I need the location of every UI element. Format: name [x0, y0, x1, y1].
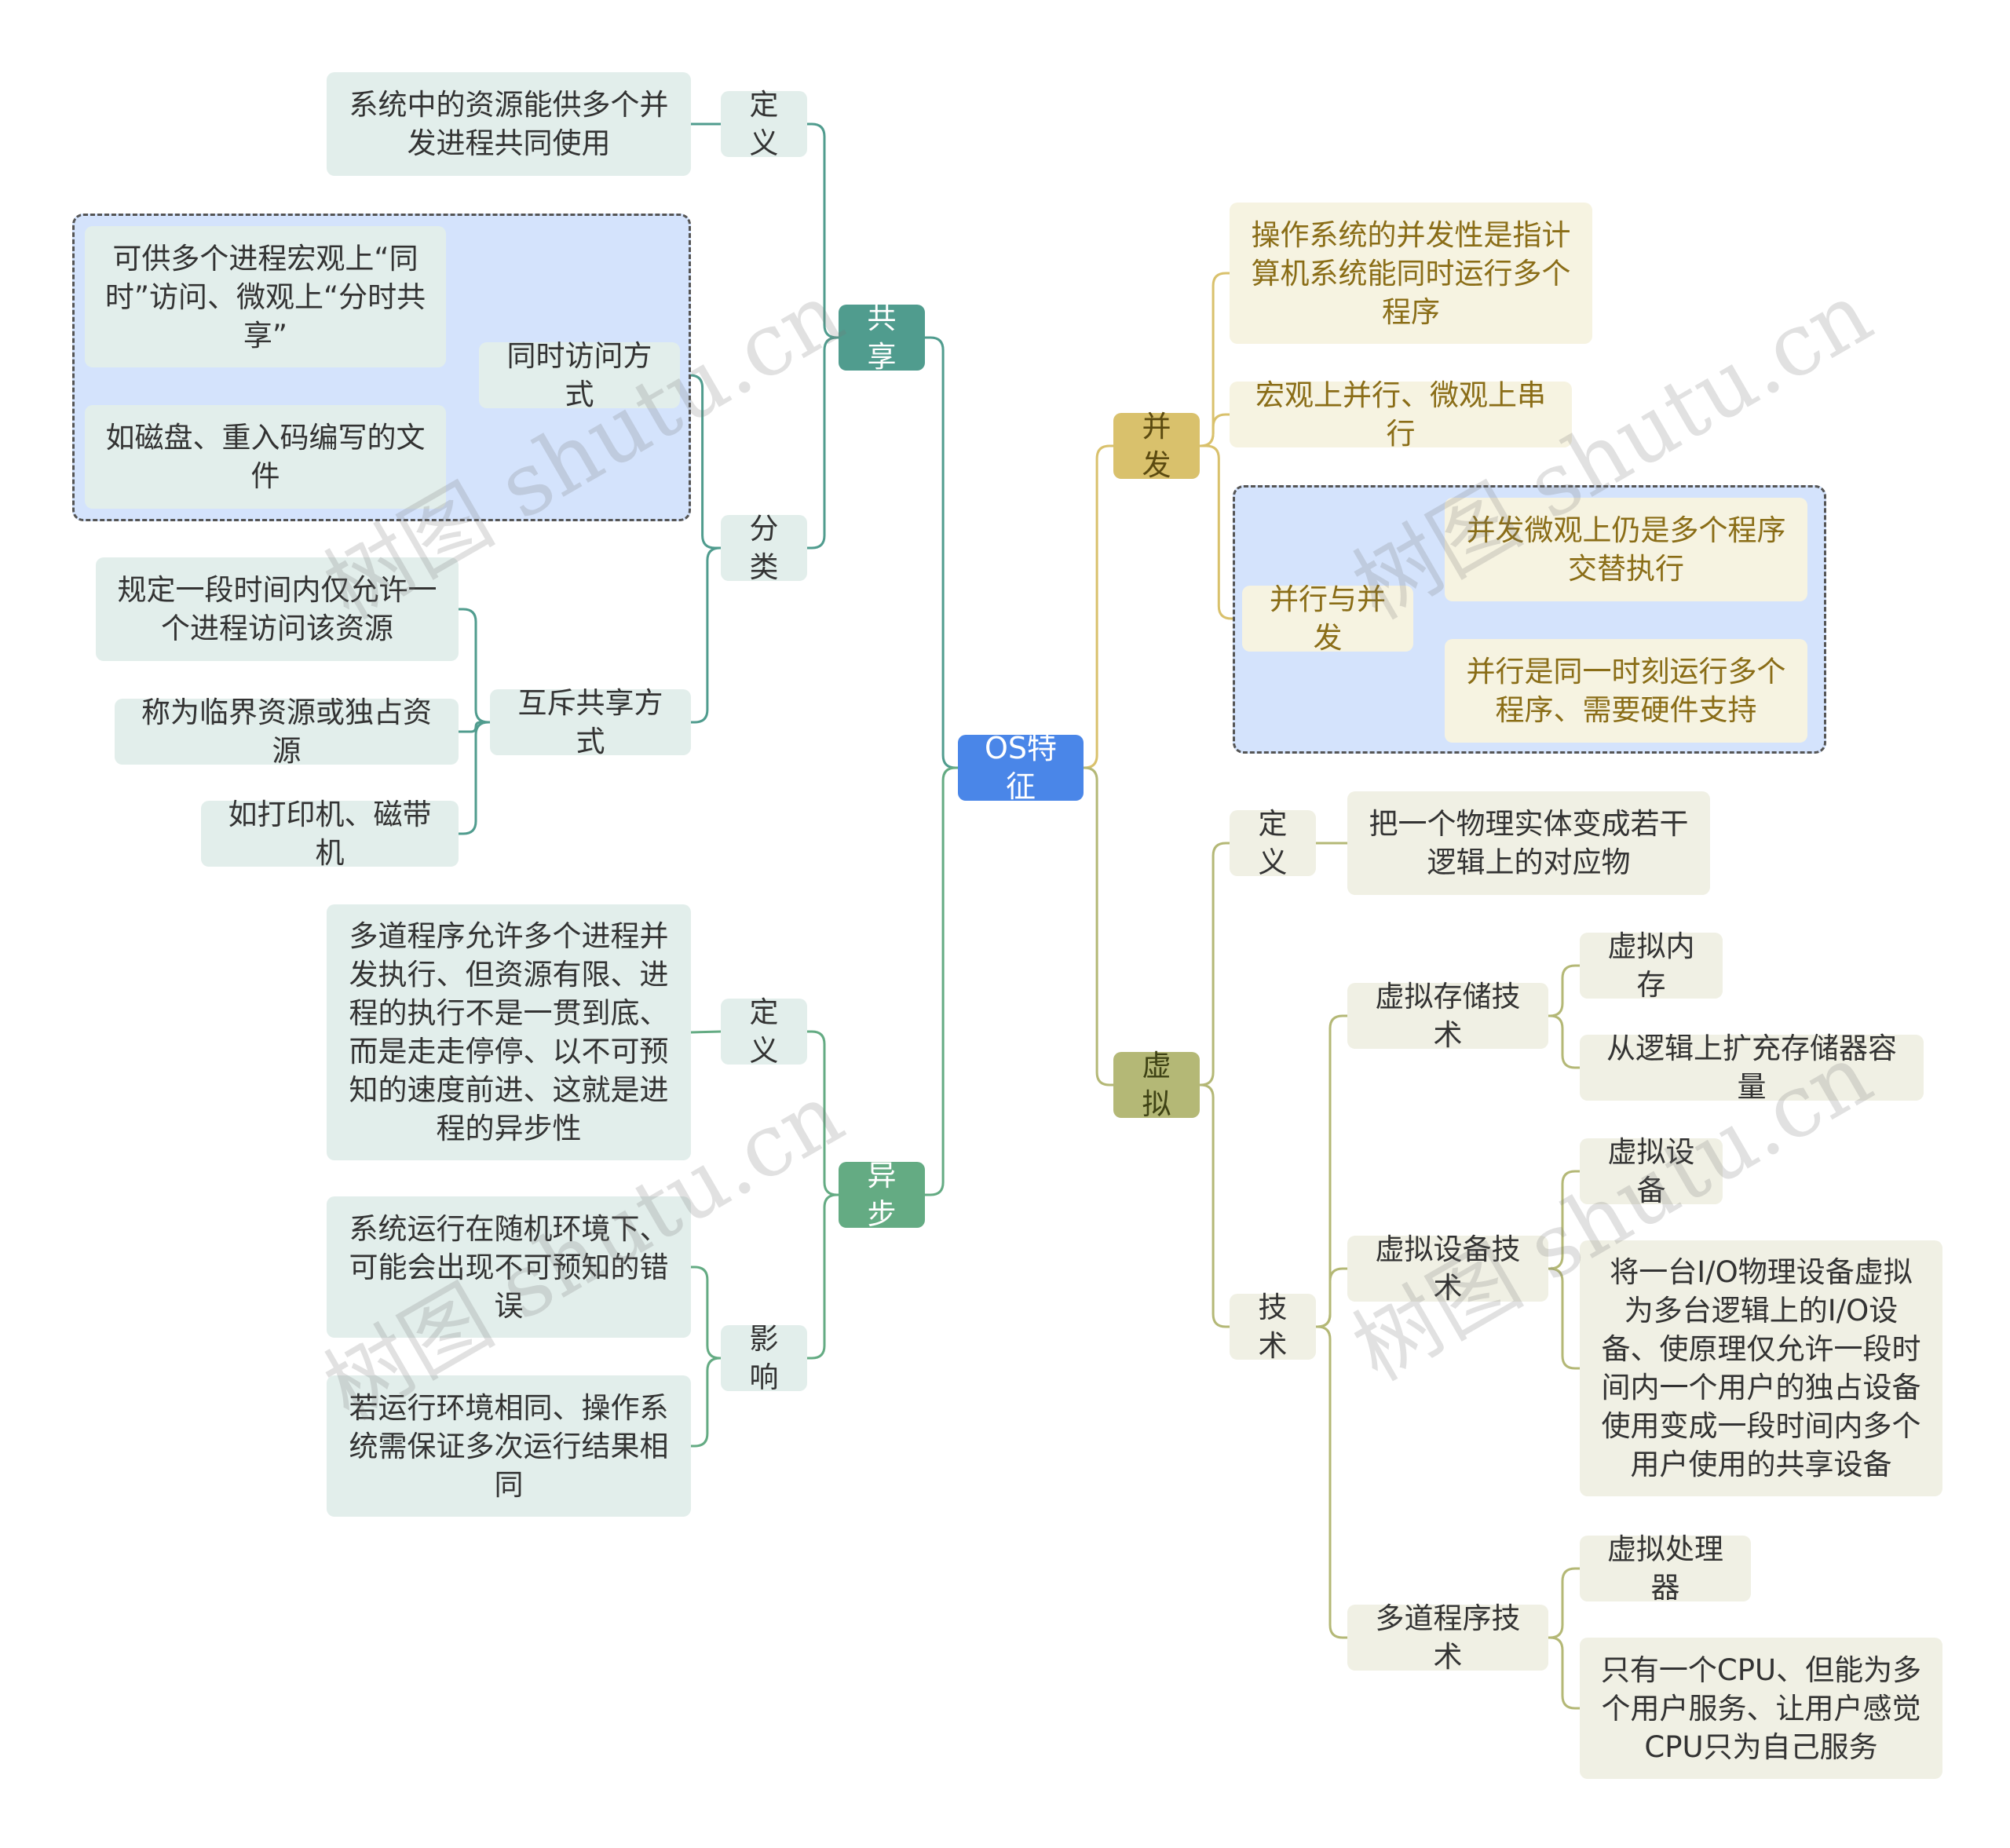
topic-virtual[interactable]: 虚拟 — [1113, 1049, 1200, 1121]
topic-async[interactable]: 异步 — [839, 1159, 925, 1231]
connector-line — [1198, 1083, 1231, 1328]
connector-line — [1547, 1267, 1581, 1370]
multiprogramming-item[interactable]: 只有一个CPU、但能为多个用户服务、让用户感觉CPU只为自己服务 — [1580, 1638, 1942, 1779]
parallel-concurrency-item[interactable]: 并行是同一时刻运行多个程序、需要硬件支持 — [1445, 639, 1807, 743]
share-definition-label[interactable]: 定义 — [721, 88, 807, 160]
connector-line — [806, 122, 840, 339]
parallel-concurrency-item[interactable]: 并发微观上仍是多个程序交替执行 — [1445, 498, 1807, 601]
connector-line — [689, 546, 722, 724]
topic-share[interactable]: 共享 — [839, 301, 925, 374]
connector-line — [1314, 1325, 1349, 1639]
async-definition-text[interactable]: 多道程序允许多个进程并发执行、但资源有限、进程的执行不是一贯到底、而是走走停停、… — [327, 904, 691, 1160]
topic-concurrency[interactable]: 并发 — [1113, 410, 1200, 482]
multiprogramming-item[interactable]: 虚拟处理器 — [1580, 1532, 1751, 1605]
virtual-definition-text[interactable]: 把一个物理实体变成若干逻辑上的对应物 — [1347, 791, 1710, 895]
simultaneous-access-item[interactable]: 如磁盘、重入码编写的文件 — [85, 405, 446, 509]
connector-line — [689, 1357, 722, 1448]
share-classification-label[interactable]: 分类 — [721, 512, 807, 584]
root-node[interactable]: OS特征 — [958, 731, 1084, 804]
connector-line — [1082, 766, 1115, 1087]
connector-line — [1547, 1636, 1581, 1710]
simultaneous-access-mode[interactable]: 同时访问方式 — [479, 339, 680, 411]
parallel-vs-concurrency[interactable]: 并行与并发 — [1242, 583, 1413, 655]
connector-line — [1314, 1014, 1349, 1328]
virtual-device-item[interactable]: 虚拟设备 — [1580, 1135, 1723, 1207]
multiprogramming-technology[interactable]: 多道程序技术 — [1347, 1601, 1548, 1674]
virtual-definition-label[interactable]: 定义 — [1230, 807, 1316, 879]
connector-line — [923, 336, 959, 769]
connector-line — [678, 374, 722, 550]
connector-line — [923, 766, 959, 1196]
simultaneous-access-item[interactable]: 可供多个进程宏观上“同时”访问、微观上“分时共享” — [85, 226, 446, 367]
virtual-storage-item[interactable]: 虚拟内存 — [1580, 929, 1723, 1002]
virtual-storage-technology[interactable]: 虚拟存储技术 — [1347, 980, 1548, 1052]
mutex-share-mode[interactable]: 互斥共享方式 — [490, 686, 691, 758]
connector-line — [1314, 1267, 1349, 1328]
concurrency-item[interactable]: 操作系统的并发性是指计算机系统能同时运行多个程序 — [1230, 203, 1592, 344]
async-impact-label[interactable]: 影响 — [721, 1322, 807, 1394]
virtual-device-technology[interactable]: 虚拟设备技术 — [1347, 1233, 1548, 1305]
mutex-share-item[interactable]: 称为临界资源或独占资源 — [115, 696, 459, 768]
async-impact-item[interactable]: 系统运行在随机环境下、可能会出现不可预知的错误 — [327, 1196, 691, 1338]
connector-line — [1198, 413, 1231, 447]
connector-line — [806, 1030, 840, 1196]
async-definition-label[interactable]: 定义 — [721, 995, 807, 1068]
connector-line — [1198, 842, 1231, 1087]
async-impact-item[interactable]: 若运行环境相同、操作系统需保证多次运行结果相同 — [327, 1375, 691, 1517]
virtual-device-item[interactable]: 将一台I/O物理设备虚拟为多台逻辑上的I/O设备、使原理仅允许一段时间内一个用户… — [1580, 1240, 1942, 1496]
share-definition-text[interactable]: 系统中的资源能供多个并发进程共同使用 — [327, 72, 691, 176]
connector-line — [457, 721, 492, 733]
connector-line — [1547, 1014, 1581, 1069]
connector-line — [1547, 1567, 1581, 1639]
virtual-storage-item[interactable]: 从逻辑上扩充存储器容量 — [1580, 1032, 1924, 1104]
concurrency-item[interactable]: 宏观上并行、微观上串行 — [1230, 378, 1572, 451]
connector-line — [1547, 1170, 1581, 1270]
connector-line — [1082, 444, 1115, 769]
connector-line — [806, 1193, 840, 1360]
connector-line — [689, 1265, 722, 1360]
connector-line — [1547, 964, 1581, 1017]
virtual-technology-label[interactable]: 技术 — [1230, 1291, 1316, 1363]
connector-line — [457, 608, 492, 724]
mutex-share-item[interactable]: 如打印机、磁带机 — [201, 798, 459, 870]
connector-line — [1198, 444, 1244, 620]
connector-line — [806, 336, 840, 550]
mutex-share-item[interactable]: 规定一段时间内仅允许一个进程访问该资源 — [96, 557, 459, 661]
connector-line — [457, 721, 492, 835]
